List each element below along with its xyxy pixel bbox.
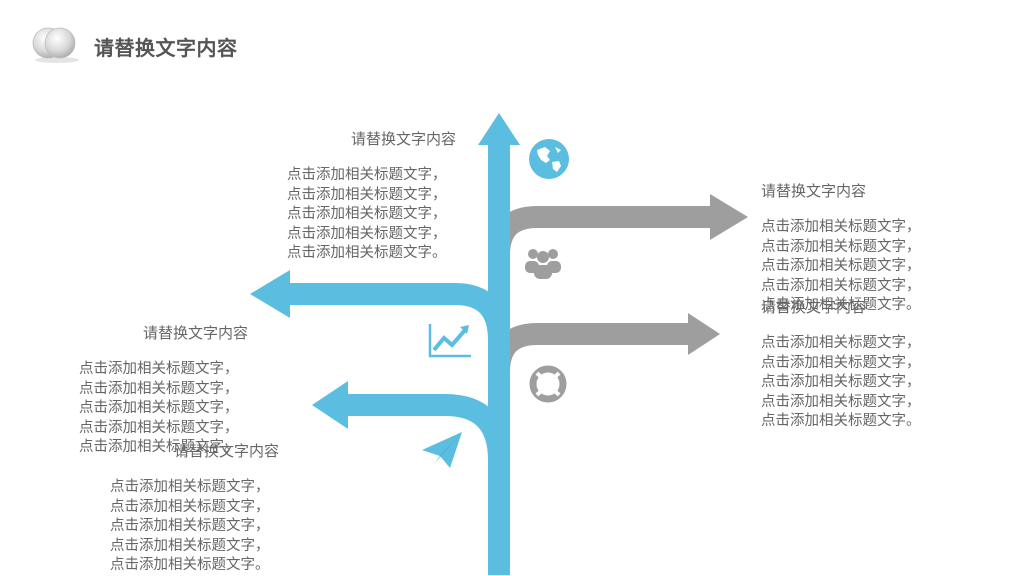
block-line: 点击添加相关标题文字。 bbox=[79, 439, 239, 455]
globe-icon bbox=[528, 138, 570, 184]
logo-icon bbox=[30, 24, 82, 64]
block-line: 点击添加相关标题文字， bbox=[761, 277, 921, 294]
blue-arrow-lower-left bbox=[345, 394, 510, 461]
block-line: 点击添加相关标题文字。 bbox=[287, 245, 447, 261]
block-line: 点击添加相关标题文字。 bbox=[110, 557, 270, 573]
block-line: 点击添加相关标题文字， bbox=[110, 479, 270, 495]
text-block-top-right: 请替换文字内容 点击添加相关标题文字， 点击添加相关标题文字， 点击添加相关标题… bbox=[761, 180, 921, 316]
block-line: 点击添加相关标题文字， bbox=[761, 219, 921, 235]
block-line: 点击添加相关标题文字， bbox=[761, 258, 921, 274]
users-icon bbox=[524, 245, 562, 285]
text-block-bottom-left: 请替换文字内容 点击添加相关标题文字， 点击添加相关标题文字， 点击添加相关标题… bbox=[110, 440, 279, 576]
lifebuoy-icon bbox=[528, 364, 568, 408]
gray-arrowhead-lower bbox=[688, 313, 720, 355]
block-line: 点击添加相关标题文字， bbox=[79, 361, 239, 377]
chart-icon bbox=[428, 322, 472, 362]
blue-arrows bbox=[285, 145, 510, 575]
blue-arrowhead-up bbox=[478, 113, 520, 145]
block-heading: 请替换文字内容 bbox=[174, 442, 280, 460]
block-line: 点击添加相关标题文字。 bbox=[761, 297, 921, 313]
block-line: 点击添加相关标题文字， bbox=[110, 518, 270, 534]
block-line: 点击添加相关标题文字， bbox=[110, 498, 270, 515]
block-heading: 请替换文字内容 bbox=[761, 298, 867, 316]
block-line: 点击添加相关标题文字， bbox=[287, 186, 447, 203]
text-block-top-left: 请替换文字内容 点击添加相关标题文字， 点击添加相关标题文字， 点击添加相关标题… bbox=[287, 128, 456, 264]
block-line: 点击添加相关标题文字， bbox=[79, 380, 239, 397]
block-heading: 请替换文字内容 bbox=[351, 130, 457, 148]
block-line: 点击添加相关标题文字， bbox=[761, 393, 921, 410]
block-heading: 请替换文字内容 bbox=[143, 324, 249, 342]
block-line: 点击添加相关标题文字， bbox=[79, 400, 239, 416]
text-block-bottom-right: 请替换文字内容 点击添加相关标题文字， 点击添加相关标题文字， 点击添加相关标题… bbox=[761, 296, 921, 432]
block-line: 点击添加相关标题文字， bbox=[287, 206, 447, 222]
blue-arrowhead-lower-left bbox=[312, 381, 348, 429]
block-line: 点击添加相关标题文字。 bbox=[761, 413, 921, 429]
blue-arrowhead-upper-left bbox=[250, 270, 290, 318]
blue-arrow-upper-left bbox=[285, 283, 510, 341]
text-block-mid-left: 请替换文字内容 点击添加相关标题文字， 点击添加相关标题文字， 点击添加相关标题… bbox=[79, 322, 248, 458]
block-line: 点击添加相关标题文字， bbox=[287, 167, 447, 183]
block-line: 点击添加相关标题文字， bbox=[761, 238, 921, 255]
block-line: 点击添加相关标题文字， bbox=[761, 374, 921, 390]
block-line: 点击添加相关标题文字， bbox=[287, 225, 447, 242]
block-line: 点击添加相关标题文字， bbox=[761, 335, 921, 351]
paper-plane-icon bbox=[420, 430, 464, 474]
block-line: 点击添加相关标题文字， bbox=[761, 354, 921, 371]
block-heading: 请替换文字内容 bbox=[761, 182, 867, 200]
block-line: 点击添加相关标题文字， bbox=[79, 419, 239, 436]
page-title: 请替换文字内容 bbox=[94, 36, 238, 60]
gray-arrowhead-upper bbox=[710, 194, 748, 240]
block-line: 点击添加相关标题文字， bbox=[110, 537, 270, 554]
